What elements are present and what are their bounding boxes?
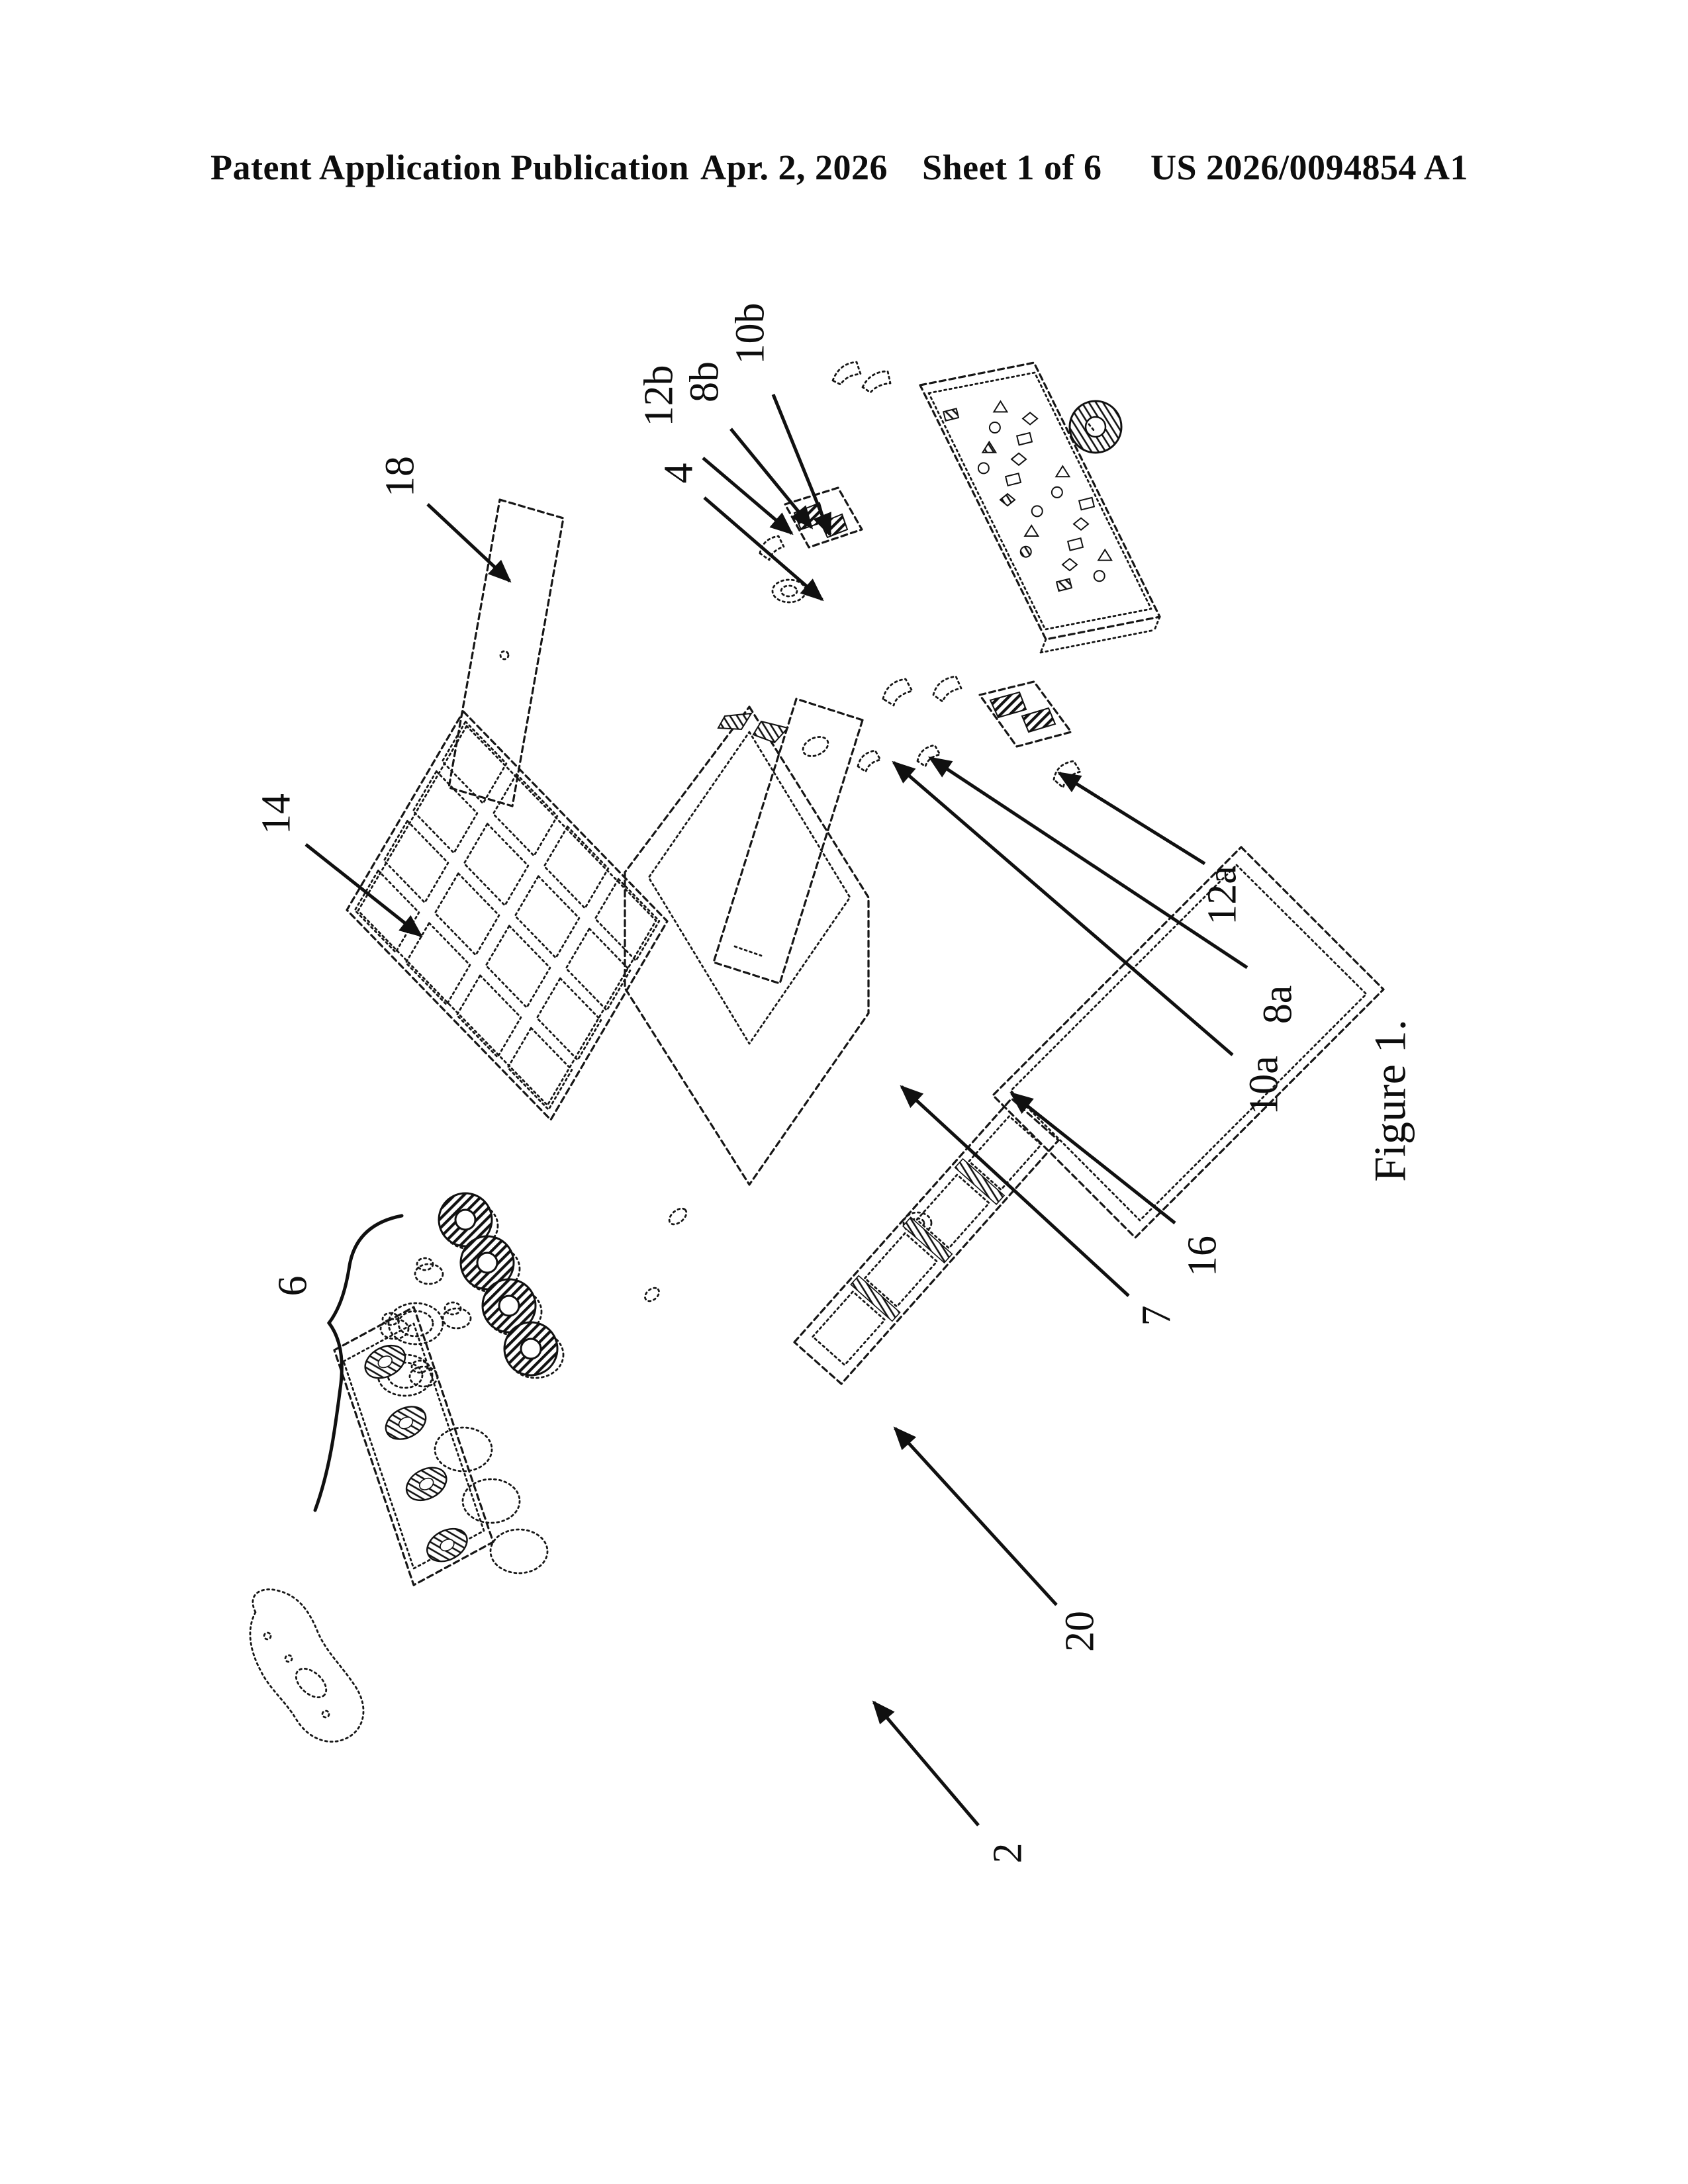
leader-arrow-20 xyxy=(893,1426,1058,1606)
header-doc-number: US 2026/0094854 A1 xyxy=(1150,148,1469,187)
grid-plate-14 xyxy=(346,710,669,1121)
header-date: Apr. 2, 2026 xyxy=(700,148,888,187)
hatched-wheel xyxy=(438,1192,499,1250)
ref-label-4: 4 xyxy=(656,463,702,484)
cone-parts-a xyxy=(857,675,1082,789)
ref-label-20: 20 xyxy=(1057,1611,1103,1652)
main-housing xyxy=(624,698,870,1302)
lid-panel-18 xyxy=(447,498,565,807)
hatched-wheel xyxy=(481,1278,543,1336)
circuit-plate-10b xyxy=(831,361,1161,654)
gasket-blob xyxy=(249,1588,365,1743)
leader-arrow-16 xyxy=(1009,1091,1176,1224)
leader-arrow-10a xyxy=(892,760,1234,1056)
leader-arrow-14 xyxy=(305,843,423,938)
ref-label-6: 6 xyxy=(270,1275,316,1297)
leader-arrow-10b xyxy=(771,394,832,537)
leader-arrows xyxy=(305,394,1248,1827)
ref-label-16: 16 xyxy=(1180,1236,1225,1277)
ref-label-8b: 8b xyxy=(682,361,727,402)
flat-panel-16 xyxy=(992,846,1385,1239)
leader-arrow-2 xyxy=(872,1700,980,1827)
inner-bar xyxy=(712,698,864,985)
leader-arrow-12a xyxy=(1057,771,1206,866)
ref-label-14: 14 xyxy=(254,794,299,835)
leader-arrow-8a xyxy=(928,756,1248,970)
ref-label-2: 2 xyxy=(985,1843,1031,1864)
header-publication: Patent Application Publication xyxy=(211,148,690,187)
brace-6 xyxy=(313,1214,404,1512)
leader-arrow-18 xyxy=(426,503,512,583)
leader-arrow-12b xyxy=(702,457,794,535)
figure-caption: Figure 1. xyxy=(1364,1019,1415,1182)
leader-arrow-7 xyxy=(900,1085,1130,1297)
ref-label-12a: 12a xyxy=(1199,866,1245,925)
ref-label-8a: 8a xyxy=(1255,985,1301,1024)
leader-arrow-8b xyxy=(729,428,814,529)
ref-label-12b: 12b xyxy=(636,365,682,427)
knob-set-6 xyxy=(333,1192,565,1586)
ref-label-7: 7 xyxy=(1134,1305,1180,1326)
header-sheet: Sheet 1 of 6 xyxy=(922,148,1102,187)
ref-label-10a: 10a xyxy=(1241,1056,1287,1115)
leader-arrow-4 xyxy=(703,496,824,602)
header-date-sheet: Apr. 2, 2026 Sheet 1 of 6 xyxy=(700,147,1102,188)
window-strip-7 xyxy=(793,1097,1060,1385)
hatched-wheel xyxy=(503,1321,565,1379)
ref-label-18: 18 xyxy=(377,456,423,497)
cone-parts-b xyxy=(759,486,863,604)
ref-label-10b: 10b xyxy=(727,302,773,365)
knob-tray xyxy=(333,1306,494,1586)
gear-knob xyxy=(1068,400,1123,454)
